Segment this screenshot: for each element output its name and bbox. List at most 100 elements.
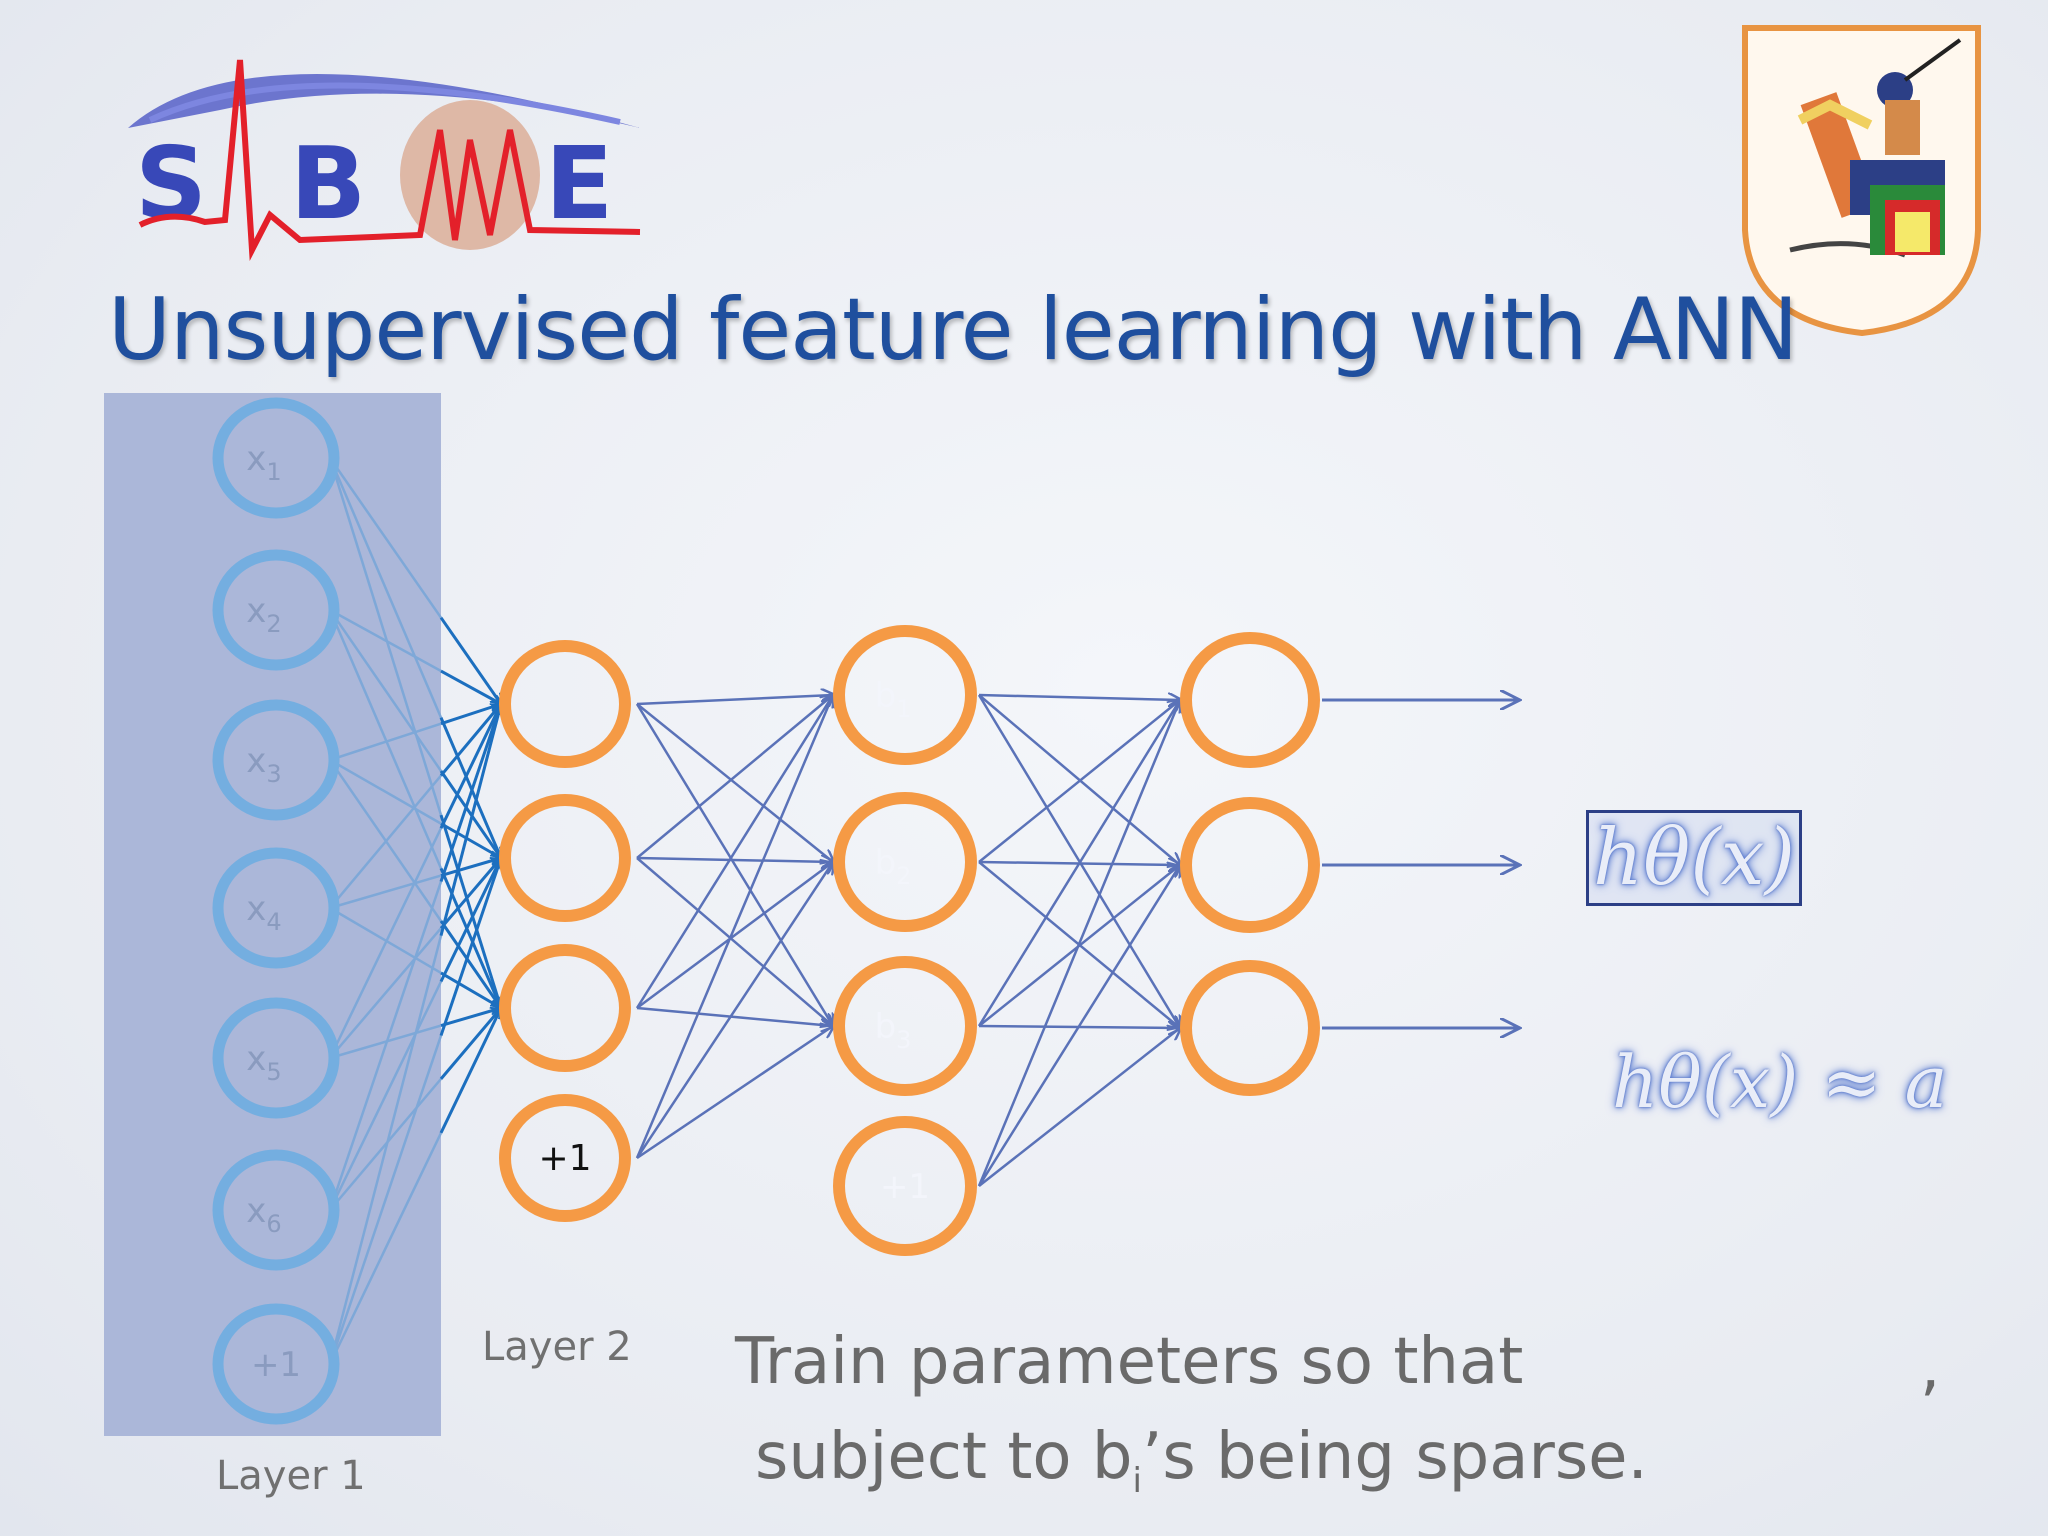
input-node-4 — [212, 847, 340, 969]
edge-hidden2-to-output — [978, 695, 1180, 700]
edge-input-to-hidden1 — [329, 608, 442, 673]
edge-input-to-hidden1 — [440, 971, 501, 1008]
hidden1-node-1 — [499, 640, 631, 768]
edge-input-to-hidden1 — [328, 1132, 443, 1365]
edge-input-to-hidden1 — [328, 827, 443, 1059]
input-node-bias — [212, 1303, 340, 1425]
edge-input-to-hidden1 — [439, 704, 501, 883]
edge-input-to-hidden1 — [329, 927, 442, 1059]
input-node-3 — [212, 699, 340, 821]
input-node-subscript: 5 — [266, 1058, 281, 1086]
edge-input-to-hidden1 — [439, 616, 501, 704]
edge-input-to-hidden1 — [328, 609, 443, 772]
edge-hidden1-to-hidden2 — [635, 695, 833, 1009]
edge-hidden2-to-output — [978, 700, 1180, 863]
hidden2-node-label: +1 — [880, 1167, 930, 1207]
edge-input-to-hidden1 — [328, 457, 443, 816]
input-node-6 — [212, 1149, 340, 1271]
edge-input-to-hidden1 — [328, 1035, 443, 1365]
input-node-subscript: 3 — [266, 760, 281, 788]
hidden1-node-2 — [499, 794, 631, 922]
hidden2-node-subscript: 1 — [896, 695, 911, 723]
edge-input-to-hidden1 — [329, 722, 442, 762]
edge-input-to-hidden1 — [329, 1078, 442, 1211]
edge-hidden1-to-hidden2 — [636, 1006, 833, 1026]
edge-hidden1-to-hidden2 — [636, 703, 833, 862]
output-node-3 — [1180, 960, 1320, 1096]
edge-hidden1-to-hidden2 — [636, 862, 833, 1010]
layer-2-label: Layer 2 — [482, 1324, 632, 1370]
edge-input-to-hidden1 — [439, 858, 501, 930]
input-node-subscript: 6 — [266, 1210, 281, 1238]
edge-input-to-hidden1 — [328, 935, 443, 1365]
edge-input-to-hidden1 — [328, 609, 443, 869]
hidden2-node-1 — [833, 625, 977, 765]
input-node-subscript: 2 — [266, 610, 281, 638]
edge-hidden1-to-hidden2 — [636, 1026, 833, 1160]
input-node-1 — [212, 397, 340, 519]
hidden1-node-bias — [499, 1094, 631, 1222]
edge-hidden2-to-output — [977, 865, 1180, 1187]
edge-input-to-hidden1 — [439, 858, 501, 983]
hidden2-node-label: b2 — [875, 843, 912, 890]
university-emblem — [1742, 25, 1981, 337]
svg-text:B: B — [290, 125, 366, 242]
edge-hidden1-to-hidden2 — [636, 858, 833, 862]
edge-input-to-hidden1 — [439, 717, 501, 858]
edge-hidden1-to-hidden2 — [636, 857, 833, 1026]
sbme-logo: S B E — [128, 59, 641, 262]
caption-comma: , — [1920, 1330, 1941, 1404]
hidden2-node-2 — [833, 792, 977, 932]
edge-input-to-hidden1 — [329, 1024, 442, 1060]
hidden2-node-bias — [833, 1116, 977, 1256]
edge-input-to-hidden1 — [440, 822, 501, 858]
approximation-formula: hθ(x) ≈ a — [1612, 1040, 1948, 1124]
caption-line-1: Train parameters so that — [735, 1325, 1523, 1399]
hidden1-node-3 — [499, 944, 631, 1072]
edge-hidden2-to-output — [977, 700, 1180, 1027]
hidden2-node-subscript: 3 — [896, 1026, 911, 1054]
input-node-label: x5 — [246, 1039, 281, 1086]
caption-line-2-suffix: ’s being sparse. — [1141, 1420, 1648, 1494]
caption-line-2-sub: i — [1132, 1460, 1142, 1501]
edge-hidden1-to-hidden2 — [635, 862, 833, 1159]
caption-line-2-prefix: subject to b — [755, 1420, 1133, 1494]
edge-input-to-hidden1 — [329, 758, 442, 825]
output-node-2 — [1180, 797, 1320, 933]
edge-input-to-hidden1 — [328, 457, 443, 619]
hidden2-node-subscript: 2 — [896, 862, 911, 890]
output-formula: hθ(x) — [1586, 810, 1803, 906]
edge-hidden2-to-output — [977, 700, 1180, 1187]
hidden2-node-label: b1 — [875, 676, 912, 723]
output-node-1 — [1180, 632, 1320, 768]
caption-line-1-text: Train parameters so that — [735, 1325, 1524, 1399]
edge-input-to-hidden1 — [439, 814, 501, 1008]
edge-input-to-hidden1 — [439, 920, 501, 1008]
edge-input-to-hidden1 — [328, 457, 443, 719]
caption-line-2: subject to bi’s being sparse. — [755, 1420, 1648, 1501]
edge-input-to-hidden1 — [329, 874, 442, 910]
edge-hidden2-to-output — [978, 1028, 1180, 1187]
edge-input-to-hidden1 — [439, 858, 501, 1037]
input-node-subscript: 4 — [266, 908, 281, 936]
layer-1-label: Layer 1 — [216, 1453, 366, 1499]
edge-hidden1-to-hidden2 — [636, 695, 833, 706]
edge-input-to-hidden1 — [439, 1008, 501, 1080]
edge-input-to-hidden1 — [440, 669, 501, 704]
edge-input-to-hidden1 — [439, 704, 501, 777]
input-node-label: x3 — [246, 741, 281, 788]
edge-input-to-hidden1 — [329, 774, 442, 909]
input-node-2 — [212, 549, 340, 671]
hidden2-node-3 — [833, 956, 977, 1096]
edge-input-to-hidden1 — [328, 980, 443, 1211]
edge-hidden1-to-hidden2 — [635, 703, 833, 1026]
edge-input-to-hidden1 — [439, 1008, 501, 1134]
input-node-label: +1 — [251, 1345, 301, 1385]
edge-input-to-hidden1 — [439, 704, 501, 936]
hidden1-node-label: +1 — [538, 1138, 591, 1179]
edge-hidden1-to-hidden2 — [635, 695, 833, 1159]
edge-input-to-hidden1 — [328, 881, 443, 1211]
svg-text:E: E — [545, 125, 613, 242]
slide-title: Unsupervised feature learning with ANN — [108, 280, 1798, 380]
